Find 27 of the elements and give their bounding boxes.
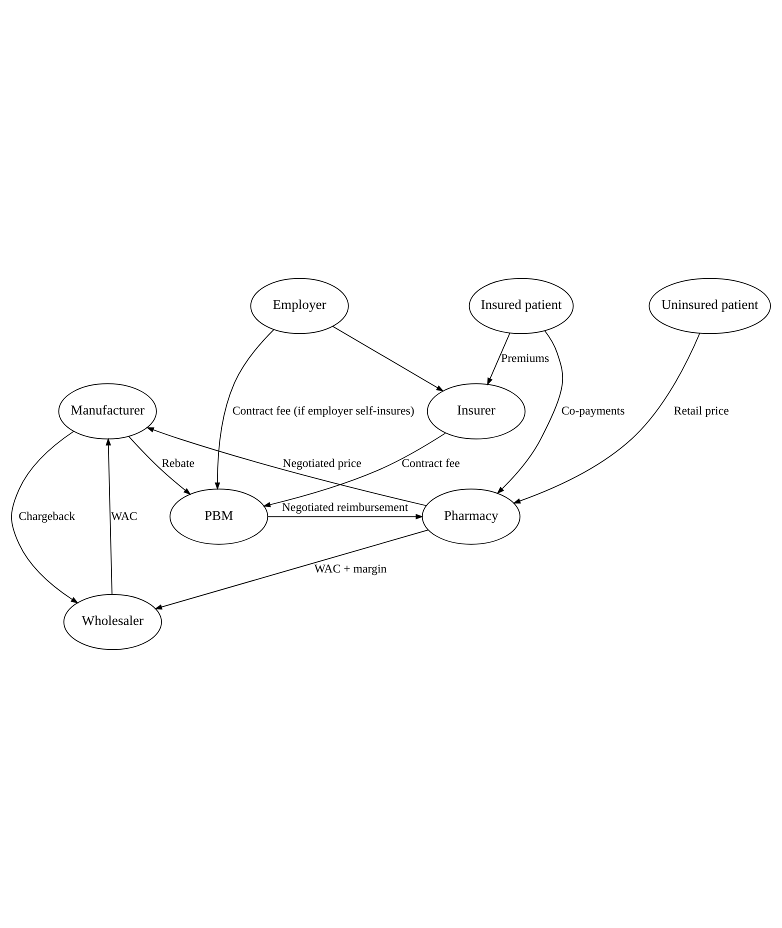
- arrow: [154, 529, 429, 610]
- edge-label: Contract fee: [402, 456, 460, 470]
- arrow: [128, 436, 192, 495]
- arrow: [512, 332, 700, 504]
- edge-label: Co-payments: [561, 403, 625, 418]
- edge-label: WAC + margin: [314, 561, 387, 576]
- arrow: [262, 432, 446, 508]
- node-ellipse: Manufacturer: [58, 383, 157, 440]
- edge-label: Rebate: [162, 456, 195, 470]
- node-ellipse: Insured patient: [468, 278, 574, 334]
- edge-label: Chargeback: [18, 508, 76, 523]
- arrow: [146, 427, 427, 506]
- node-ellipse: Employer: [250, 278, 349, 334]
- edge-label: Negotiated price: [282, 456, 362, 470]
- arrow: [11, 430, 78, 604]
- arrow: [332, 326, 444, 392]
- arrow: [487, 332, 510, 386]
- edge-label: Negotiated reimbursement: [282, 500, 408, 514]
- edge-label: Retail price: [674, 403, 729, 418]
- arrow: [496, 330, 564, 494]
- edge-label: Premiums: [500, 350, 550, 365]
- edge-label: WAC: [110, 508, 138, 523]
- node-ellipse: Uninsured patient: [648, 278, 771, 334]
- arrow: [267, 514, 424, 520]
- arrow: [106, 438, 112, 595]
- arrow: [214, 329, 274, 490]
- edge-label: Contract fee (if employer self-insures): [232, 403, 414, 418]
